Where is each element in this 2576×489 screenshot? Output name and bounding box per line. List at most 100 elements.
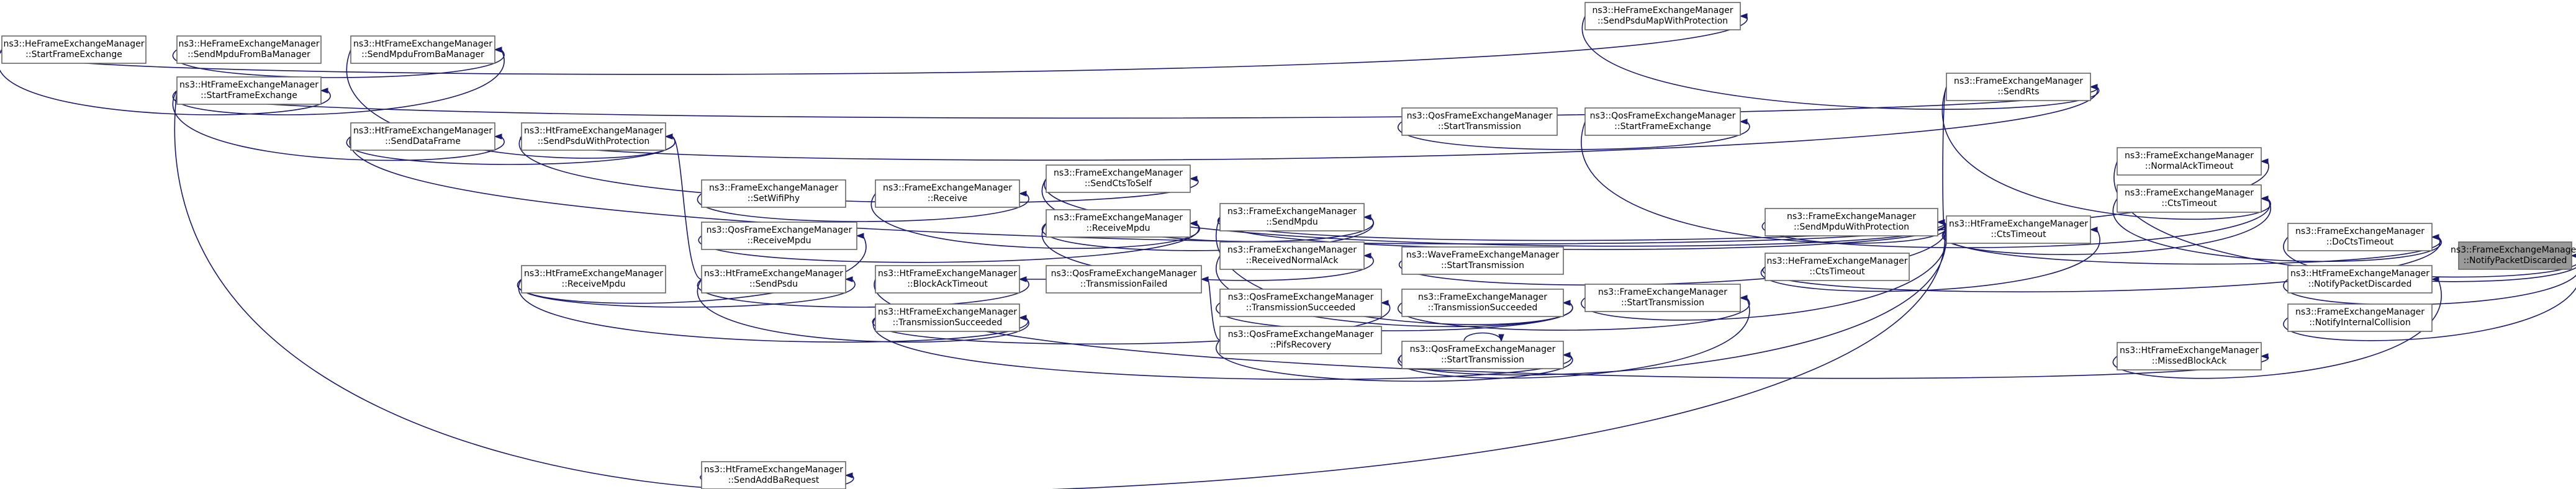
node-ht-missedba[interactable]: ns3::HtFrameExchangeManager::MissedBlock… bbox=[2117, 342, 2262, 370]
node-ht-receivempdu[interactable]: ns3::HtFrameExchangeManager::ReceiveMpdu bbox=[521, 265, 666, 294]
node-class-label: ns3::FrameExchangeManager bbox=[2125, 188, 2254, 198]
node-method-label: ::TransmissionSucceeded bbox=[1428, 303, 1538, 313]
edge-line bbox=[1218, 161, 2269, 241]
node-he-sendpsdumap[interactable]: ns3::HeFrameExchangeManager::SendPsduMap… bbox=[1584, 2, 1741, 30]
node-method-label: ::BlockAckTimeout bbox=[907, 279, 988, 289]
edge-fem_sendmpdu-to-fem_normalack bbox=[1218, 158, 2269, 241]
node-box bbox=[1401, 341, 1564, 369]
node-class-label: ns3::HtFrameExchangeManager bbox=[878, 269, 1017, 279]
node-box bbox=[2287, 303, 2433, 332]
node-qos-pifs[interactable]: ns3::QosFrameExchangeManager::PifsRecove… bbox=[1219, 326, 1382, 354]
arrowhead bbox=[2260, 158, 2269, 164]
node-ht-ctstimeout[interactable]: ns3::HtFrameExchangeManager::CtsTimeout bbox=[1946, 215, 2091, 244]
node-ht-blockack[interactable]: ns3::HtFrameExchangeManager::BlockAckTim… bbox=[875, 265, 1020, 294]
node-qos-start-tx1[interactable]: ns3::QosFrameExchangeManager::StartTrans… bbox=[1401, 107, 1558, 136]
node-method-label: ::SendMpduFromBaManager bbox=[361, 50, 484, 60]
edge-he_start-to-he_sendpsdumap bbox=[0, 13, 1748, 75]
node-fem-starttx[interactable]: ns3::FrameExchangeManager::StartTransmis… bbox=[1584, 284, 1741, 312]
node-class-label: ns3::FrameExchangeManager bbox=[1054, 168, 1183, 178]
arrowhead bbox=[494, 47, 502, 53]
node-ht-notifydisc[interactable]: ns3::HtFrameExchangeManager::NotifyPacke… bbox=[2287, 265, 2433, 294]
node-method-label: ::StartTransmission bbox=[1621, 298, 1704, 308]
node-method-label: ::SendDataFrame bbox=[385, 137, 461, 146]
node-ht-sendaddba[interactable]: ns3::HtFrameExchangeManager::SendAddBaRe… bbox=[701, 461, 846, 489]
node-class-label: ns3::FrameExchangeManager bbox=[1418, 292, 1547, 302]
node-class-label: ns3::WaveFrameExchangeManager bbox=[1406, 250, 1560, 260]
node-he-ctstimeout[interactable]: ns3::HeFrameExchangeManager::CtsTimeout bbox=[1765, 253, 1910, 281]
node-box bbox=[1584, 107, 1741, 136]
node-box bbox=[1584, 2, 1741, 30]
node-box bbox=[1946, 73, 2091, 101]
node-he-start[interactable]: ns3::HeFrameExchangeManager::StartFrameE… bbox=[1, 35, 147, 64]
node-fem-sendmpdu[interactable]: ns3::FrameExchangeManager::SendMpdu bbox=[1219, 203, 1365, 231]
node-fem-ctstimeout[interactable]: ns3::FrameExchangeManager::CtsTimeout bbox=[2117, 184, 2262, 213]
node-box bbox=[176, 76, 322, 105]
node-box bbox=[701, 265, 846, 294]
node-method-label: ::StartFrameExchange bbox=[1614, 122, 1711, 132]
node-box bbox=[1219, 289, 1382, 317]
node-method-label: ::SendPsduMapWithProtection bbox=[1598, 16, 1728, 26]
node-fem-sendcts[interactable]: ns3::FrameExchangeManager::SendCtsToSelf bbox=[1046, 164, 1191, 193]
node-box bbox=[875, 303, 1020, 332]
node-ht-start[interactable]: ns3::HtFrameExchangeManager::StartFrameE… bbox=[176, 76, 322, 105]
node-fem-notify[interactable]: ns3::FrameExchangeManager::NotifyPacketD… bbox=[2451, 241, 2576, 270]
node-fem-sendmpdu-prot[interactable]: ns3::FrameExchangeManager::SendMpduWithP… bbox=[1765, 208, 1938, 236]
node-qos-start-fe[interactable]: ns3::QosFrameExchangeManager::StartFrame… bbox=[1584, 107, 1741, 136]
arrowhead bbox=[2431, 234, 2439, 240]
edge-line bbox=[0, 16, 1748, 75]
node-method-label: ::SendMpduFromBaManager bbox=[188, 50, 310, 60]
node-qos-txfailed[interactable]: ns3::QosFrameExchangeManager::Transmissi… bbox=[1046, 265, 1202, 294]
node-qos-start-tx2[interactable]: ns3::QosFrameExchangeManager::StartTrans… bbox=[1401, 341, 1564, 369]
node-class-label: ns3::HtFrameExchangeManager bbox=[878, 307, 1017, 317]
node-method-label: ::StartTransmission bbox=[1441, 355, 1524, 365]
arrowhead bbox=[1363, 253, 1372, 259]
node-fem-receivempdu[interactable]: ns3::FrameExchangeManager::ReceiveMpdu bbox=[1046, 209, 1191, 238]
node-ht-senddata[interactable]: ns3::HtFrameExchangeManager::SendDataFra… bbox=[350, 122, 495, 151]
node-he-sendmpdu-ba[interactable]: ns3::HeFrameExchangeManager::SendMpduFro… bbox=[176, 35, 322, 64]
node-wave-start[interactable]: ns3::WaveFrameExchangeManager::StartTran… bbox=[1401, 246, 1564, 275]
arrowhead bbox=[320, 87, 328, 94]
node-box bbox=[2458, 241, 2572, 270]
node-method-label: ::ReceiveMpdu bbox=[1087, 223, 1150, 233]
node-class-label: ns3::QosFrameExchangeManager bbox=[1410, 344, 1556, 354]
edge-ht_sendpsdu_prot-to-fem_sendrts bbox=[520, 84, 2098, 161]
node-fem-notifyint[interactable]: ns3::FrameExchangeManager::NotifyInterna… bbox=[2287, 303, 2433, 332]
node-ht-txsucc[interactable]: ns3::HtFrameExchangeManager::Transmissio… bbox=[875, 303, 1020, 332]
node-method-label: ::CtsTimeout bbox=[1991, 230, 2046, 240]
node-box bbox=[1219, 203, 1365, 231]
node-box bbox=[701, 461, 846, 489]
node-fem-receive[interactable]: ns3::FrameExchangeManager::Receive bbox=[875, 179, 1020, 208]
node-method-label: ::SendMpdu bbox=[1266, 217, 1317, 227]
arrowhead bbox=[856, 233, 864, 239]
edge-ht_sendpsdu-to-ht_sendpsdu_prot bbox=[664, 133, 702, 280]
arrowhead bbox=[2260, 353, 2269, 359]
node-class-label: ns3::QosFrameExchangeManager bbox=[1051, 269, 1197, 279]
node-method-label: ::StartFrameExchange bbox=[201, 91, 297, 101]
node-class-label: ns3::HeFrameExchangeManager bbox=[1592, 6, 1733, 16]
node-fem-recvnormalack[interactable]: ns3::FrameExchangeManager::ReceivedNorma… bbox=[1219, 241, 1365, 270]
node-class-label: ns3::FrameExchangeManager bbox=[1054, 213, 1183, 223]
node-qos-txsucc[interactable]: ns3::QosFrameExchangeManager::Transmissi… bbox=[1219, 289, 1382, 317]
node-ht-sendpsdu[interactable]: ns3::HtFrameExchangeManager::SendPsdu bbox=[701, 265, 846, 294]
node-fem-docts[interactable]: ns3::FrameExchangeManager::DoCtsTimeout bbox=[2287, 223, 2433, 251]
node-fem-normalack[interactable]: ns3::FrameExchangeManager::NormalAckTime… bbox=[2117, 147, 2262, 176]
node-qos-receivempdu[interactable]: ns3::QosFrameExchangeManager::ReceiveMpd… bbox=[701, 222, 857, 250]
node-class-label: ns3::FrameExchangeManager bbox=[1598, 287, 1727, 297]
node-method-label: ::SetWifiPhy bbox=[748, 194, 800, 204]
node-box bbox=[521, 122, 666, 151]
node-class-label: ns3::FrameExchangeManager bbox=[1227, 207, 1357, 217]
node-fem-setwifiphy[interactable]: ns3::FrameExchangeManager::SetWifiPhy bbox=[701, 179, 846, 208]
node-class-label: ns3::HtFrameExchangeManager bbox=[524, 269, 663, 279]
node-box bbox=[2117, 184, 2262, 213]
node-ht-sendpsdu-prot[interactable]: ns3::HtFrameExchangeManager::SendPsduWit… bbox=[521, 122, 666, 151]
edge-line bbox=[1942, 86, 1947, 223]
node-fem-sendrts[interactable]: ns3::FrameExchangeManager::SendRts bbox=[1946, 73, 2091, 101]
node-class-label: ns3::FrameExchangeManager bbox=[2295, 307, 2425, 317]
node-method-label: ::TransmissionSucceeded bbox=[1246, 303, 1356, 313]
node-class-label: ns3::HtFrameExchangeManager bbox=[2290, 269, 2429, 279]
node-method-label: ::TransmissionSucceeded bbox=[893, 318, 1003, 328]
node-ht-sendmpdu-ba[interactable]: ns3::HtFrameExchangeManager::SendMpduFro… bbox=[350, 35, 495, 64]
node-fem-txsucc[interactable]: ns3::FrameExchangeManager::TransmissionS… bbox=[1401, 289, 1564, 317]
node-box bbox=[1046, 209, 1191, 238]
